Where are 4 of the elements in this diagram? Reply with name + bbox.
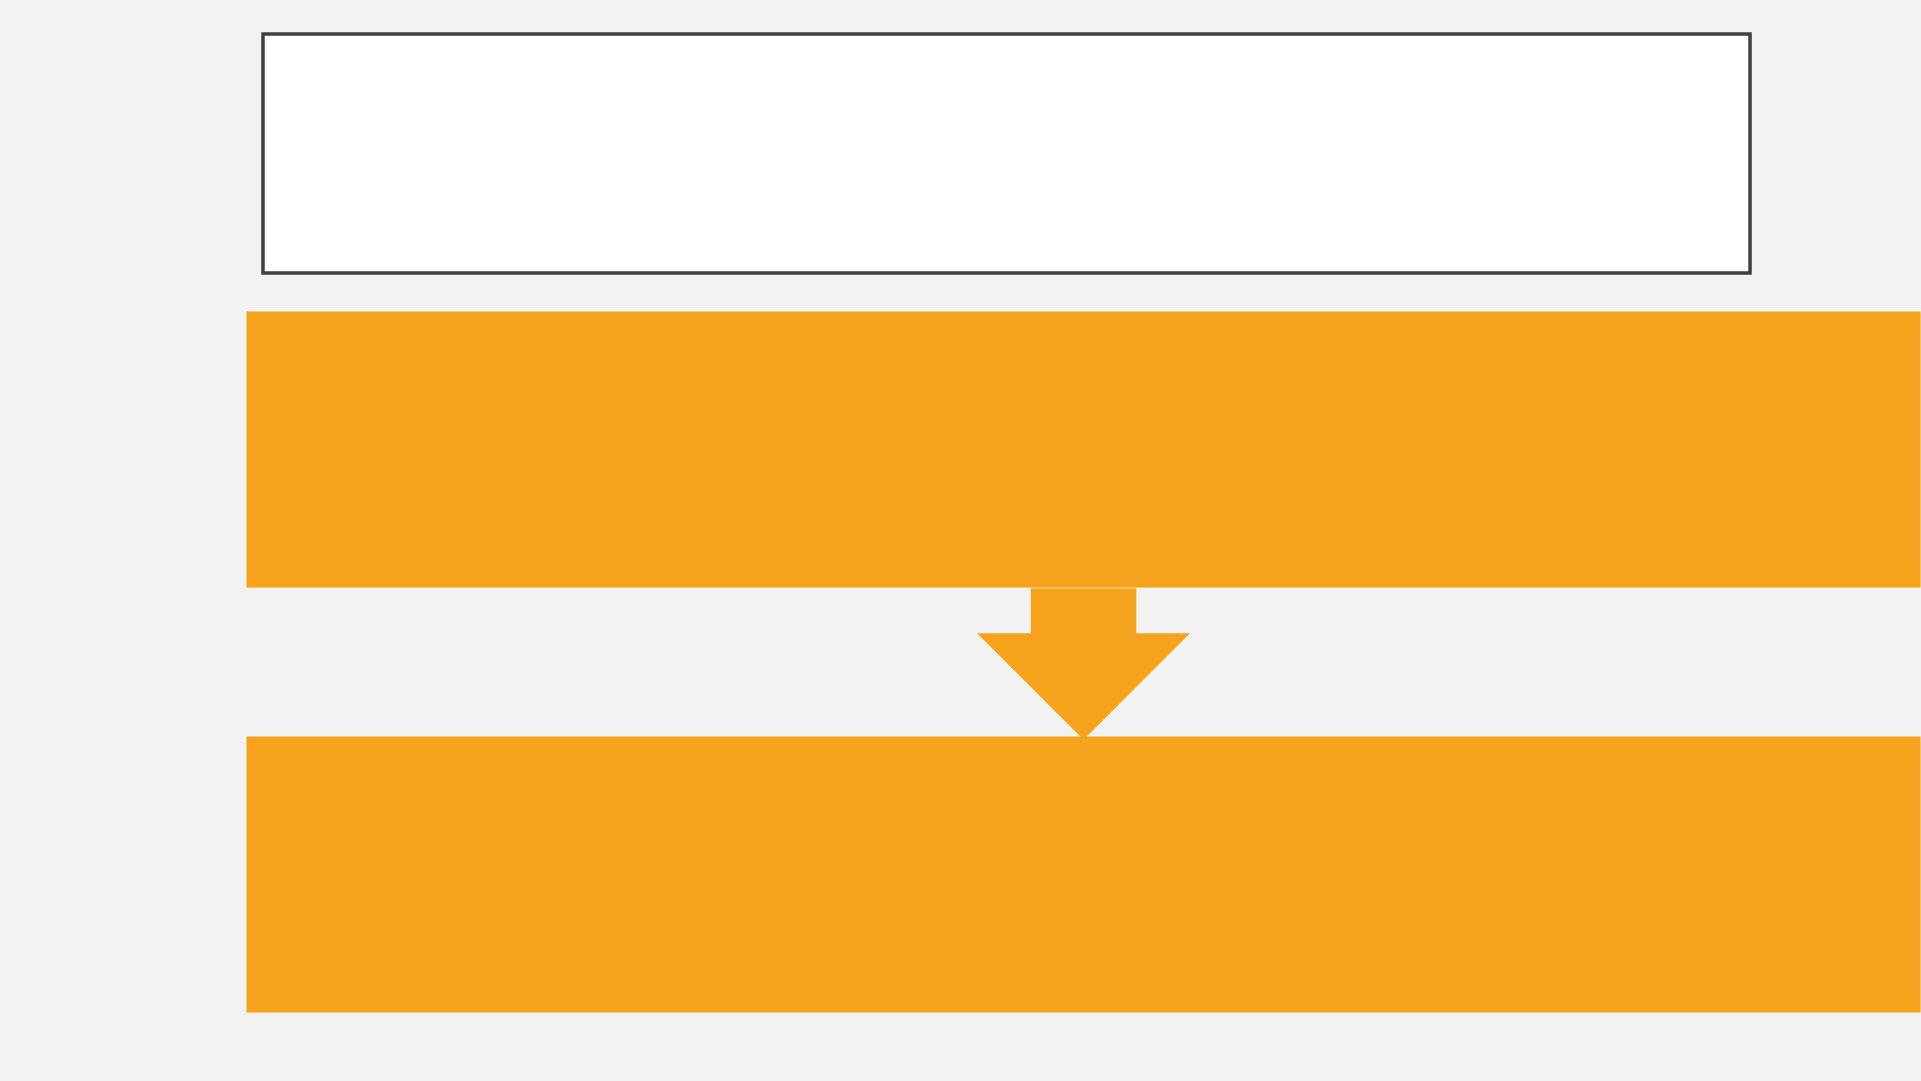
outlined-box: [261, 32, 1752, 275]
block-arrow: [977, 588, 1190, 740]
filled-box: [245, 735, 1921, 1014]
filled-box: [245, 310, 1921, 589]
